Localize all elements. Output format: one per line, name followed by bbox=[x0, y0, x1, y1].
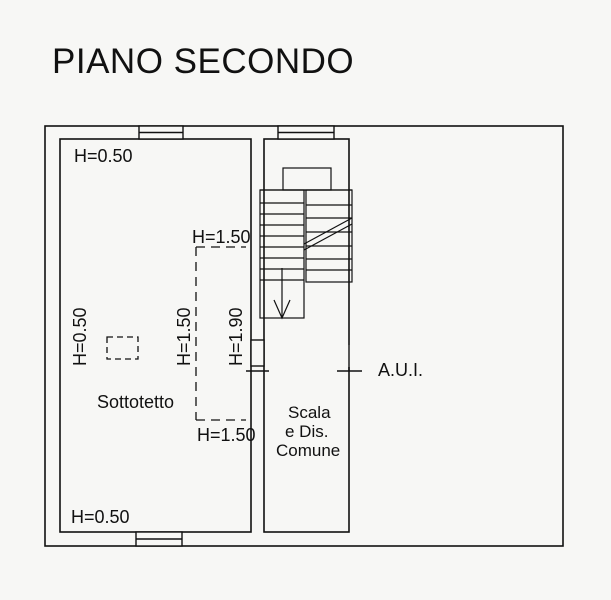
room-label-comune: Comune bbox=[276, 441, 340, 460]
window-top-stair bbox=[277, 125, 335, 140]
height-label-bottom-left: H=0.50 bbox=[71, 507, 130, 527]
door-notch bbox=[246, 339, 362, 372]
height-label-slope-top: H=1.50 bbox=[192, 227, 251, 247]
window-bottom-left bbox=[135, 531, 183, 547]
vent-marker bbox=[106, 336, 139, 360]
height-label-slope-bottom: H=1.50 bbox=[197, 425, 256, 445]
room-label-dis: e Dis. bbox=[285, 422, 328, 441]
room-label-scala: Scala bbox=[288, 403, 331, 422]
height-label-slope-vertical: H=1.50 bbox=[174, 307, 194, 366]
window-top-left bbox=[138, 125, 184, 140]
height-label-top-left: H=0.50 bbox=[74, 146, 133, 166]
height-label-left-vertical: H=0.50 bbox=[70, 307, 90, 366]
room-label-sottotetto: Sottotetto bbox=[97, 392, 174, 412]
slope-boundary-dashed bbox=[195, 246, 246, 421]
aui-label: A.U.I. bbox=[378, 360, 423, 380]
height-label-partition-vertical: H=1.90 bbox=[226, 307, 246, 366]
staircase bbox=[259, 167, 353, 320]
plan-title: PIANO SECONDO bbox=[52, 42, 354, 81]
